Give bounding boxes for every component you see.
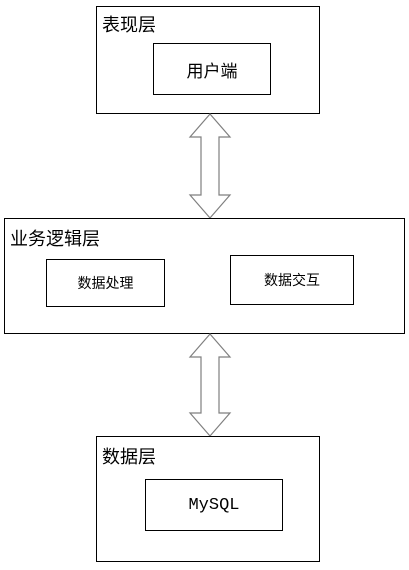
presentation-layer-title: 表现层 [102,15,156,36]
business-layer-title: 业务逻辑层 [10,229,100,250]
business-data-double-arrow [188,333,232,437]
data-layer: 数据层 MySQL [96,436,320,562]
data-processing-node: 数据处理 [46,259,165,307]
data-interaction-label: 数据交互 [264,273,320,289]
client-node: 用户端 [153,43,271,95]
client-label: 用户端 [186,61,238,82]
presentation-business-double-arrow [188,113,232,219]
double-arrow-shape [188,113,232,219]
data-processing-label: 数据处理 [77,276,134,292]
business-logic-layer: 业务逻辑层 数据处理 数据交互 [4,218,405,334]
presentation-layer: 表现层 用户端 [96,6,320,114]
data-interaction-node: 数据交互 [230,255,354,305]
data-layer-title: 数据层 [102,447,156,468]
mysql-node: MySQL [145,479,283,531]
double-arrow-shape [188,333,232,437]
mysql-label: MySQL [188,495,240,515]
